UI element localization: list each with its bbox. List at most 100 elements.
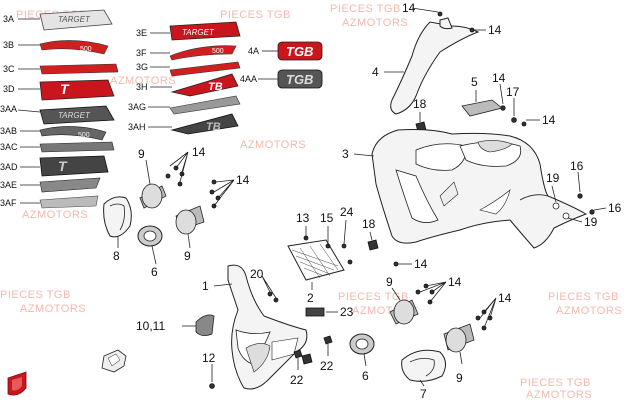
headlight-cover-4 [390,11,480,115]
part-label-9: 9 [456,371,463,385]
screw-icon [577,193,583,199]
washer-icon [562,212,570,220]
pad-23 [305,307,325,317]
decal-label-3b: 3B [3,40,14,50]
decal-label-3g: 3G [136,62,148,72]
watermark-text: PIECES TGB [220,9,291,21]
part-label-14: 14 [414,257,428,271]
part-label-18: 18 [413,97,427,111]
watermark-text: AZMOTORS [240,139,306,151]
part-label-22: 22 [290,373,304,387]
decal-3a-text: TARGET [58,15,91,24]
part-label-10-11: 10,11 [136,319,165,333]
part-label-14: 14 [448,275,462,289]
decal-label-3ad: 3AD [0,162,18,172]
watermark-text: AZMOTORS [110,75,176,87]
watermark-text: PIECES TGB [0,289,71,301]
part-label-23: 23 [340,305,354,319]
bracket-10-11 [195,314,215,336]
bolt-icon [469,27,475,33]
part-label-16: 16 [570,159,584,173]
decal-3f [169,45,237,61]
decal-3ad-mark: T [58,158,68,174]
part-label-14: 14 [498,291,512,305]
watermark-text: PIECES TGB [330,3,401,15]
decal-3e-text: TARGET [182,28,215,37]
part-label-7: 7 [420,387,427,400]
watermark-text: PIECES TGB [338,291,409,303]
watermark-text: AZMOTORS [556,305,622,317]
decal-3h [170,73,239,97]
part-label-14: 14 [488,23,502,37]
screw-icon [500,105,506,111]
decal-label-4aa: 4AA [240,74,257,84]
decal-label-3d: 3D [3,84,15,94]
clip-icon [323,335,333,345]
part-label-9: 9 [184,249,191,263]
decal-set-left: 3A TARGET 3B 500 3C 3D T 3AA TARGET 3AB … [0,9,119,209]
decal-3ac [39,141,115,153]
part-label-14: 14 [492,71,506,85]
decal-label-3ah: 3AH [128,122,146,132]
part-label-8: 8 [113,249,120,263]
part-label-2: 2 [307,291,314,305]
part-label-6: 6 [362,369,369,383]
decal-3e [169,21,241,41]
part-label-22: 22 [320,359,334,373]
front-fender-3 [371,129,588,249]
part-label-20: 20 [250,267,264,281]
grille-plate-5 [461,99,503,117]
part-label-5: 5 [471,75,478,89]
decal-3af [39,195,99,209]
part-label-18: 18 [362,217,376,231]
decal-3aa [39,105,115,125]
decal-3ab-text: 500 [78,132,90,139]
decal-3a [39,9,113,31]
watermark-text: AZMOTORS [22,209,88,221]
part-label-9: 9 [386,275,393,289]
decal-3d-mark: T [60,81,70,97]
watermark-text: PIECES TGB [548,291,619,303]
screw-icon [393,261,399,267]
decal-label-3f: 3F [136,48,147,58]
decal-label-3ab: 3AB [0,126,17,136]
watermark-text: AZMOTORS [342,17,408,29]
decal-3b [39,40,109,55]
decal-label-3ag: 3AG [128,102,146,112]
decal-label-3ac: 3AC [0,142,18,152]
watermark-text: PIECES TGB [520,377,591,389]
brand-logo [7,371,27,396]
decal-3ab [39,126,107,141]
decal-3ad [39,155,109,177]
decal-3aa-text: TARGET [58,111,91,120]
part-label-14: 14 [402,1,416,15]
front-bumper-1 [227,264,313,390]
part-label-3: 3 [342,147,349,161]
decal-3d [39,79,115,101]
screw-icon [589,209,595,215]
tgb-emblem-grey [277,69,323,89]
headlight-assembly-right [349,283,493,382]
grille-2 [287,235,353,281]
watermark-text: AZMOTORS [526,389,592,400]
decal-3ah [170,113,239,135]
decal-label-3ae: 3AE [0,180,17,190]
part-label-14: 14 [542,113,556,127]
part-label-12: 12 [202,351,216,365]
part-label-24: 24 [340,205,354,219]
decal-label-3h: 3H [136,82,148,92]
screw-icon [521,121,527,127]
decal-label-3aa: 3AA [0,104,17,114]
bolt-icon [209,383,215,389]
decal-3c [39,63,119,75]
part-label-19: 19 [584,215,598,229]
tgb-emblem-red-text: TGB [286,44,313,59]
decal-label-3af: 3AF [0,198,17,208]
part-label-17: 17 [506,85,520,99]
watermark-text: AZMOTORS [20,303,86,315]
part-label-9: 9 [138,147,145,161]
part-label-16: 16 [608,201,622,215]
part-label-1: 1 [202,279,209,293]
washer-icon [552,202,560,210]
